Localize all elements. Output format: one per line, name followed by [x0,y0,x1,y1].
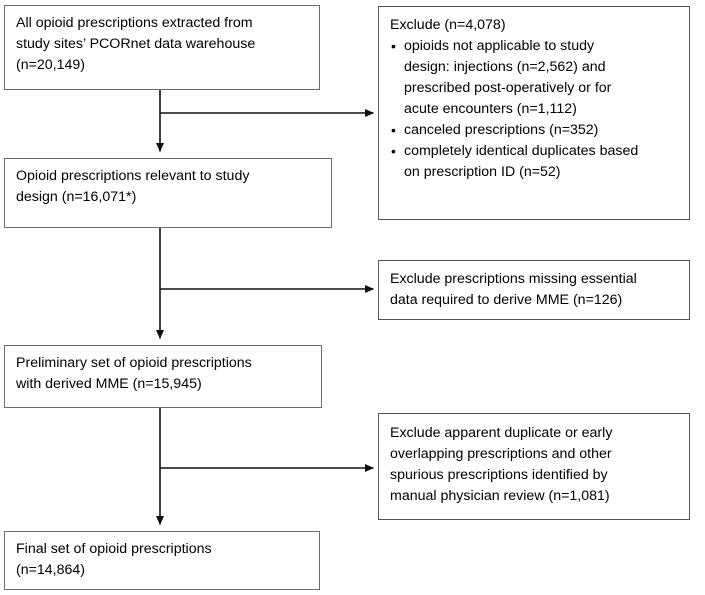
exclusion-item: completely identical duplicates based on… [390,141,679,183]
flow-node-preliminary-text: Preliminary set of opioid prescriptions … [16,355,252,392]
exclusion-node-1-heading: Exclude (n=4,078) [390,17,506,33]
flow-node-relevant-text: Opioid prescriptions relevant to study d… [16,168,250,205]
exclusion-node-3-text: Exclude apparent duplicate or early over… [390,425,613,504]
flow-node-preliminary: Preliminary set of opioid prescriptions … [4,345,322,408]
exclusion-node-2-text: Exclude prescriptions missing essential … [390,271,637,308]
flow-node-source-text: All opioid prescriptions extracted from … [16,15,256,73]
flow-node-source: All opioid prescriptions extracted from … [4,5,320,90]
exclusion-node-1-list: opioids not applicable to study design: … [390,36,679,183]
flow-node-final: Final set of opioid prescriptions (n=14,… [4,531,320,590]
exclusion-node-1: Exclude (n=4,078) opioids not applicable… [378,6,690,220]
exclusion-item: opioids not applicable to study design: … [390,36,679,120]
flow-node-final-text: Final set of opioid prescriptions (n=14,… [16,541,212,578]
exclusion-item: canceled prescriptions (n=352) [390,120,679,141]
flow-node-relevant: Opioid prescriptions relevant to study d… [4,158,332,228]
exclusion-node-2: Exclude prescriptions missing essential … [378,260,690,320]
exclusion-node-3: Exclude apparent duplicate or early over… [378,413,690,520]
